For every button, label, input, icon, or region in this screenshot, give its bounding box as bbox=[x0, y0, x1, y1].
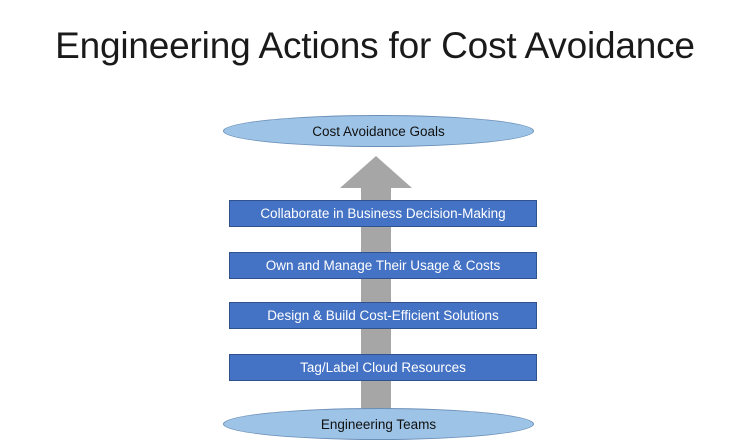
action-label: Tag/Label Cloud Resources bbox=[300, 360, 466, 375]
base-ellipse: Engineering Teams bbox=[223, 408, 534, 440]
action-bar-collaborate: Collaborate in Business Decision-Making bbox=[229, 200, 537, 227]
action-label: Own and Manage Their Usage & Costs bbox=[265, 258, 501, 273]
action-bar-own-manage: Own and Manage Their Usage & Costs bbox=[229, 252, 537, 279]
slide-title: Engineering Actions for Cost Avoidance bbox=[55, 25, 695, 66]
arrow-head bbox=[340, 156, 412, 188]
goal-ellipse: Cost Avoidance Goals bbox=[223, 115, 534, 147]
base-label: Engineering Teams bbox=[320, 416, 437, 432]
action-bar-tag-label: Tag/Label Cloud Resources bbox=[229, 354, 537, 381]
goal-label: Cost Avoidance Goals bbox=[312, 123, 445, 139]
action-bar-design-build: Design & Build Cost-Efficient Solutions bbox=[229, 302, 537, 329]
action-label: Design & Build Cost-Efficient Solutions bbox=[267, 308, 499, 323]
action-label: Collaborate in Business Decision-Making bbox=[260, 206, 506, 221]
